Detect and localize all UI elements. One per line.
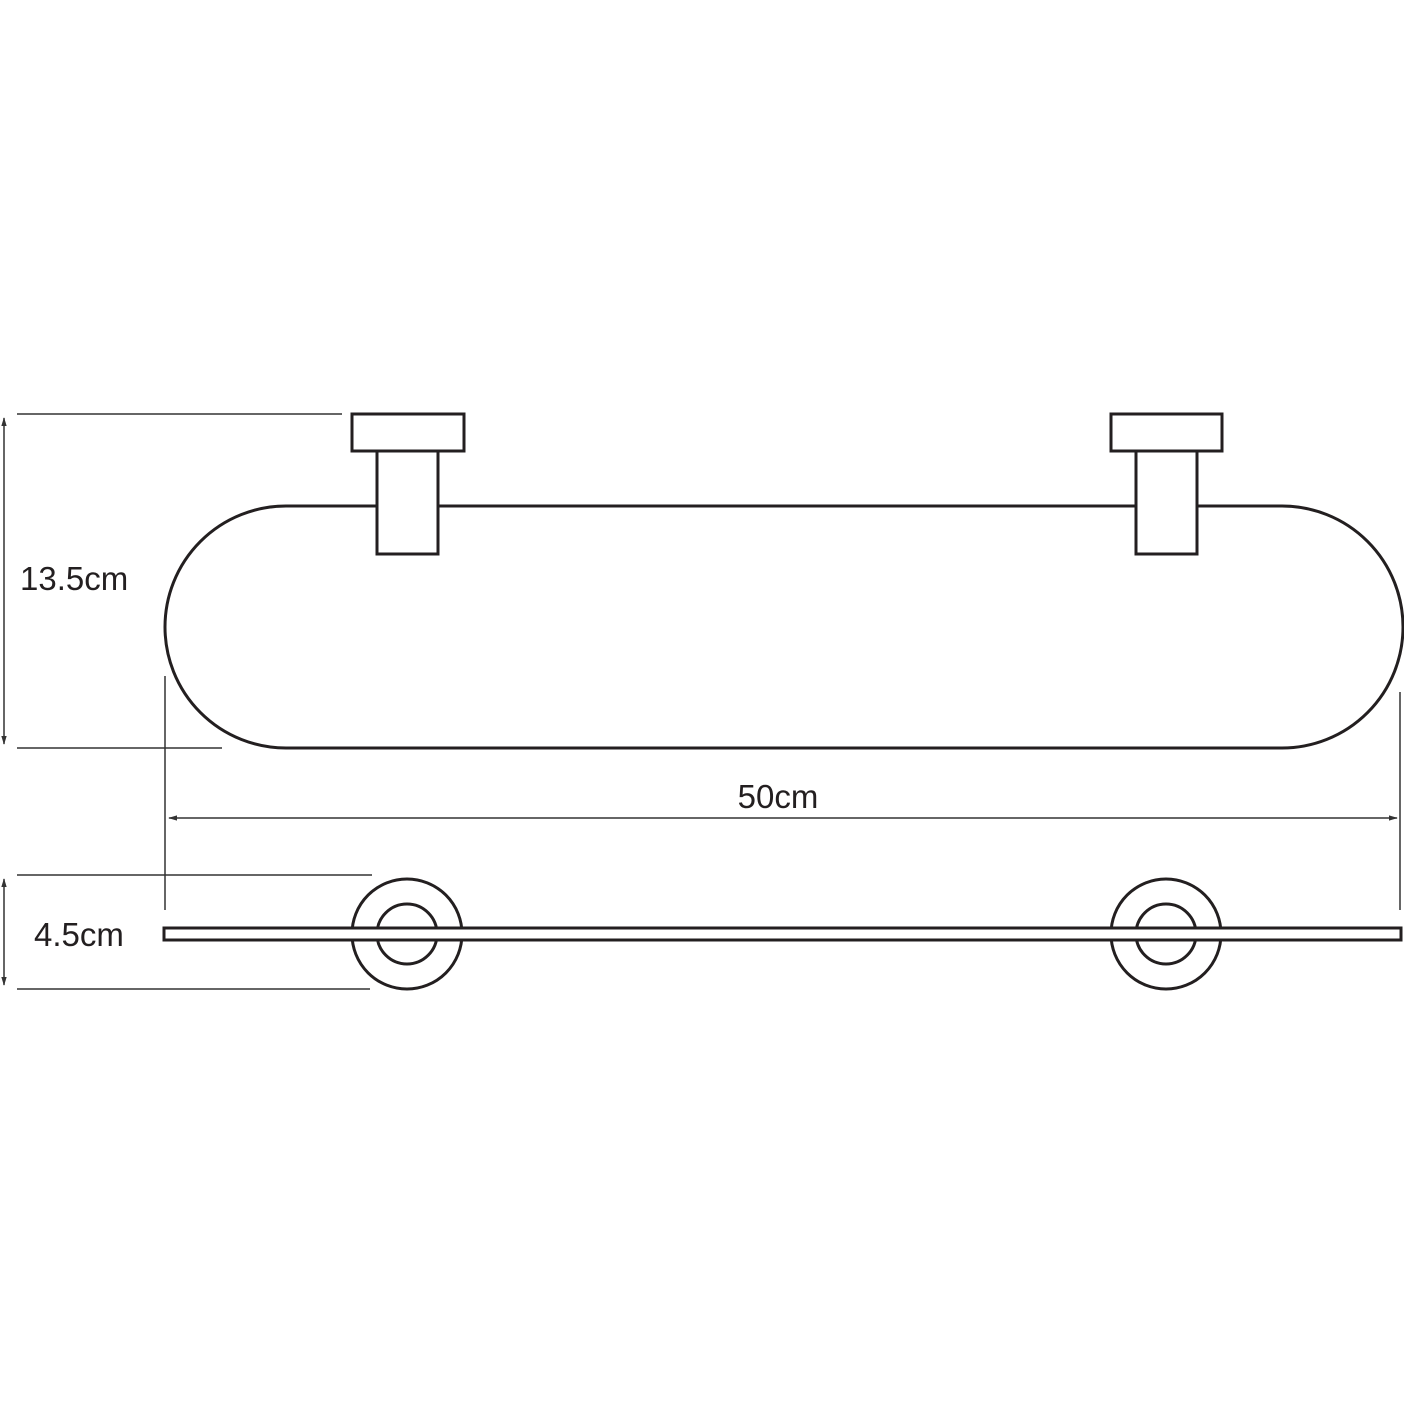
height-dimension: 13.5cm bbox=[1, 413, 342, 749]
width-dimension: 50cm bbox=[164, 676, 1401, 910]
top-view bbox=[163, 412, 1404, 750]
front-view bbox=[162, 877, 1403, 991]
height-label: 13.5cm bbox=[20, 560, 128, 597]
depth-dimension: 4.5cm bbox=[1, 874, 372, 990]
shelf-outline bbox=[163, 504, 1404, 750]
bracket-right bbox=[1109, 412, 1224, 556]
width-label: 50cm bbox=[738, 778, 819, 815]
depth-label: 4.5cm bbox=[34, 916, 124, 953]
bracket-left bbox=[350, 412, 466, 556]
shelf-strip bbox=[162, 926, 1403, 942]
